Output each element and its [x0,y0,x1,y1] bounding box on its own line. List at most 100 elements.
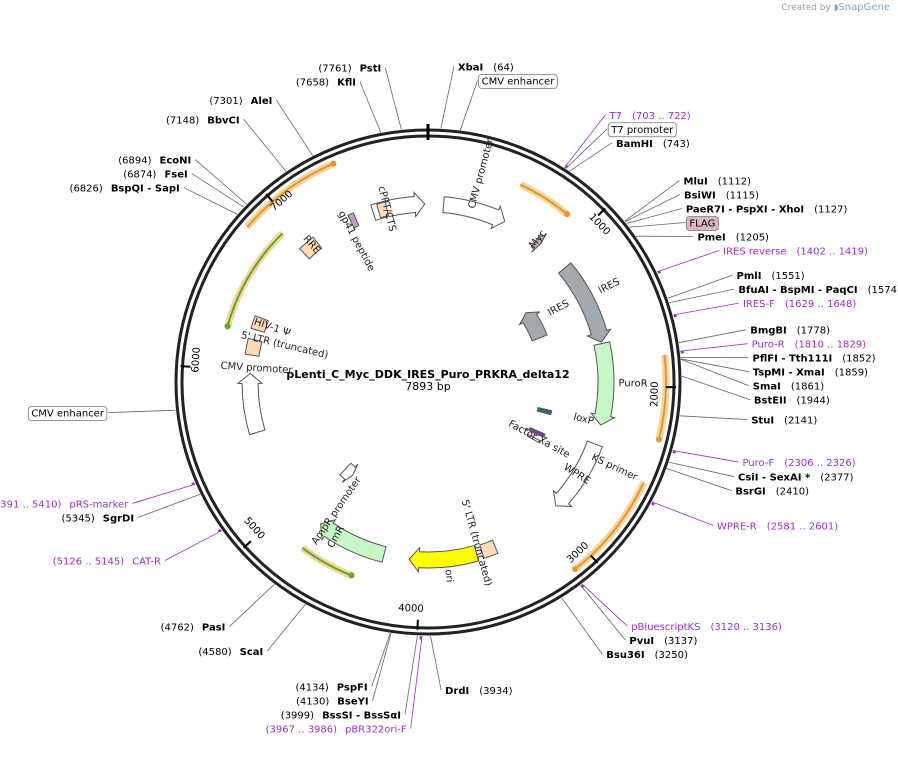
label-name: BssSI - BssSαI [322,711,401,722]
enzyme-site-label: SmaI (1861) [753,382,824,393]
plasmid-backbone [174,124,682,636]
label-position: (3137) [664,636,697,647]
label-name: IRES-F [743,299,775,310]
snapgene-brand: Created by ◗SnapGene [781,2,890,13]
leader-line [672,450,739,463]
enzyme-site-label: PspFI (4134) [296,683,368,694]
leader-line [629,222,686,228]
enzyme-site-label: BssSI - BssSαI (3999) [281,711,401,722]
feature-callout: CMV enhancer [478,74,558,89]
label-position: (3934) [479,686,512,697]
label-position: (1859) [835,368,868,379]
feature-label: CMV promoter [467,137,497,210]
brand-name: SnapGene [838,2,890,13]
primer-mark [217,528,222,533]
feature-callout: FLAG [685,216,719,231]
label-name: CMV enhancer [31,409,105,420]
primer-label: IRES-F(1629 .. 1648) [743,299,856,310]
leader-line [680,358,749,387]
label-name: PasI [202,623,225,634]
label-position: (7301) [209,96,242,107]
feature-arrow [552,440,604,507]
feature-arrow [298,236,323,260]
highlight-arrow-tip [655,436,662,443]
label-name: KflI [337,78,356,89]
enzyme-site-label: StuI(2141) [751,416,817,427]
ruler-tick [242,540,252,549]
feature-arrow [244,337,263,357]
feature-arrow [589,341,617,426]
label-position: (1944) [797,396,830,407]
snapgene-logo-icon: ◗ [833,3,839,13]
label-position: (5391 .. 5410) [0,499,61,510]
primer-label: IRES reverse(1402 .. 1419) [723,246,868,257]
leader-line [672,302,740,316]
enzyme-site-label: DrdI(3934) [445,686,512,697]
label-box [607,122,677,138]
primer-label: T7(703 .. 722) [609,111,691,122]
enzyme-site-label: XbaI(64) [458,62,514,73]
enzyme-site-label: PvuI (3137) [629,636,697,647]
label-position: (1551) [771,271,804,282]
ruler-label: 6000 [190,347,203,373]
label-name: PvuI [629,636,654,647]
label-position: (1115) [726,190,759,201]
label-name: BsiWI [684,190,716,201]
label-position: (1852) [842,354,875,365]
label-name: pRS-marker [69,499,129,510]
label-position: (3120 .. 3136) [710,622,782,633]
enzyme-site-label: FseI (6874) [123,170,188,181]
site-labels: PstI(7761)KflI(7658)XbaI(64)CMV enhancer… [0,62,898,735]
label-name: pBluescriptKS [631,622,700,633]
highlight-line [226,232,284,327]
highlight-arrow-tip [572,566,579,573]
feature-label: loxP [572,412,595,428]
feature-arrow [442,196,506,230]
label-position: (4134) [296,683,329,694]
enzyme-site-label: BspQI - SapI(6826) [70,184,180,195]
highlight-line [574,481,645,570]
leader-line [581,583,628,627]
primer-mark [651,502,655,506]
primer-mark [657,270,662,274]
label-name: PstI [360,64,382,75]
feature-highlights [224,160,670,579]
label-name: StuI [751,416,774,427]
leader-line [194,159,247,205]
highlight-arrow-tip [224,323,231,330]
enzyme-site-label: EcoNI (6894) [118,156,191,167]
highlight-arrow-tip [348,572,355,579]
enzyme-site-label: BseYI(4130) [296,697,369,708]
label-name: SmaI [753,382,781,393]
feature-arrow [479,539,499,559]
label-position: (1861) [791,382,824,393]
primer-label: pBluescriptKS (3120 .. 3136) [631,622,782,633]
feature-arrow [525,426,548,439]
label-name: PmlI [737,271,762,282]
label-name: PaeR7I - PspXI - XhoI [686,204,804,215]
label-name: EcoNI [160,156,192,167]
highlight-line [657,354,668,440]
label-position: (6894) [118,156,151,167]
label-position: (3999) [281,711,314,722]
enzyme-site-label: AleI(7301) [209,96,272,107]
leader-line [626,208,682,224]
label-position: (6874) [123,170,156,181]
label-name: BbvCI [207,115,239,126]
label-name: WPRE-R [717,521,757,532]
label-position: (3967 .. 3986) [266,725,338,736]
leader-line [384,67,402,130]
highlight-band [224,230,285,328]
label-name: FseI [164,170,187,181]
leader-line [229,584,275,627]
label-leader-lines [107,66,751,729]
label-name: BsrGI [735,487,765,498]
feature-arrow [557,262,612,343]
leader-line [651,501,714,526]
feature-arrow [536,406,553,416]
label-position: (2306 .. 2326) [784,458,856,469]
label-name: PspFI [337,683,368,694]
leader-line [404,635,418,715]
primer-label: pRS-marker (5391 .. 5410) [0,499,129,510]
label-name: ScaI [240,647,264,658]
